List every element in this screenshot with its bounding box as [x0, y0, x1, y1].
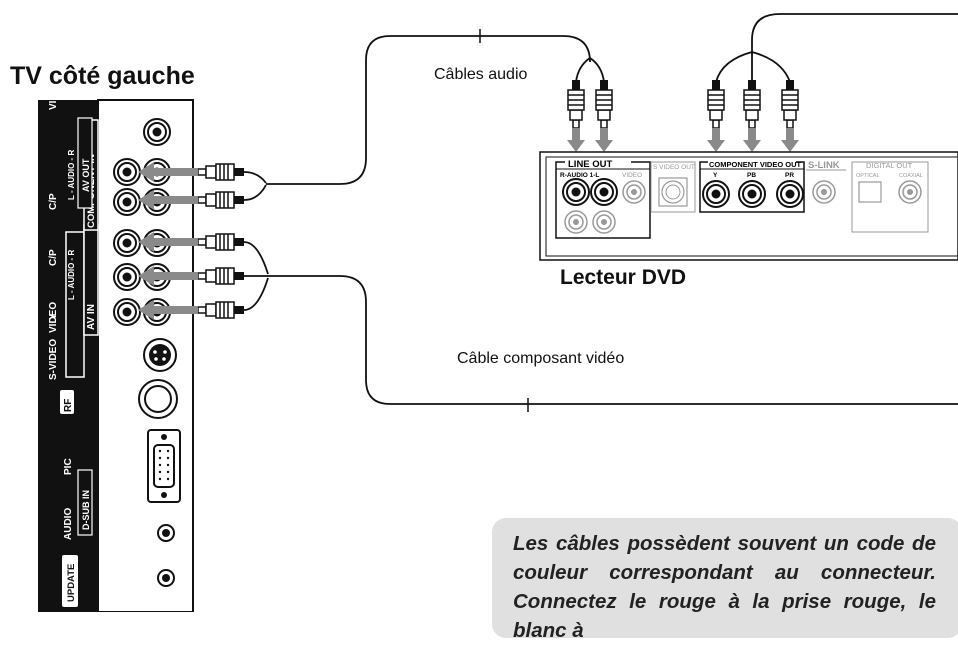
- arrow-audio-r: [567, 128, 585, 152]
- dvd-player: LINE OUT R-AUDIO 1-L VIDEO S VIDEO OUT C…: [539, 151, 958, 261]
- tv-panel: S-VIDEO VIDEO Y C/P C/P VIDEO L - AUDIO …: [38, 79, 194, 613]
- tv-label-l-audio-r-out: L - AUDIO - R: [67, 150, 76, 200]
- tv-label-rf: RF: [63, 399, 74, 412]
- tv-label-av-in: AV IN: [86, 304, 97, 330]
- audio-cable: [266, 35, 591, 185]
- tv-jack-component-y: [113, 263, 141, 291]
- diagram-canvas: S-VIDEO VIDEO Y C/P C/P VIDEO L - AUDIO …: [38, 13, 958, 613]
- dvd-label-optical: OPTICAL: [856, 173, 880, 179]
- arrow-pb: [743, 128, 761, 152]
- note-text: Les câbles possèdent souvent un code de …: [513, 532, 936, 642]
- tv-label-cr-pr: C/P: [48, 193, 59, 210]
- tv-jack-av-in-video: [113, 298, 141, 326]
- plug-audio-l: [197, 191, 245, 209]
- dvd-jack-audio-r-2: [564, 210, 588, 234]
- dvd-optical-port: [858, 181, 882, 203]
- audio-cable-label: Câbles audio: [432, 66, 530, 84]
- tv-side-title: TV côté gauche: [10, 62, 195, 90]
- dvd-jack-y: [702, 180, 730, 208]
- tv-update-jack: [157, 569, 175, 587]
- dvd-jack-coaxial: [898, 180, 922, 204]
- dvd-jack-pr: [776, 180, 804, 208]
- tv-label-d-sub-in: D-SUB IN: [81, 490, 91, 530]
- tv-label-audio: AUDIO: [63, 508, 74, 540]
- tv-label-pic: PIC: [63, 458, 74, 475]
- dvd-label-line-out: LINE OUT: [568, 159, 613, 170]
- dvd-label-video: VIDEO: [622, 172, 642, 179]
- tv-jack-component-pb: [113, 229, 141, 257]
- cables: [243, 13, 958, 405]
- tv-label-video-out: VIDEO: [48, 79, 59, 110]
- plug-component-y: [197, 301, 245, 319]
- dvd-label-r-audio-l: R-AUDIO 1-L: [560, 172, 599, 179]
- dvd-label-component-video-out: COMPONENT VIDEO OUT: [709, 160, 802, 169]
- tv-s-video-jack: [143, 338, 177, 372]
- tv-label-av-out: AV OUT: [81, 158, 91, 192]
- dvd-label-pr: PR: [785, 172, 794, 179]
- component-cable-label: Câble composant vidéo: [455, 350, 627, 368]
- tv-label-s-video: S-VIDEO: [48, 339, 59, 380]
- tv-label-cb-pb: C/P: [48, 249, 59, 266]
- component-cable: [268, 275, 958, 405]
- tv-label-y: Y: [48, 313, 59, 320]
- dvd-plug-audio-r: [567, 79, 585, 129]
- dvd-plug-y: [707, 79, 725, 129]
- dvd-s-video-jack: [658, 177, 688, 207]
- dvd-jack-pb: [738, 180, 766, 208]
- plug-component-pb: [197, 267, 245, 285]
- dvd-jack-audio-l: [590, 178, 618, 206]
- plug-component-pr: [197, 233, 245, 251]
- dvd-label-digital-out: DIGITAL OUT: [866, 161, 913, 170]
- dvd-plug-pb: [743, 79, 761, 129]
- tv-jack-av-out-video: [113, 158, 141, 186]
- dvd-label-s-link: S-LINK: [808, 160, 840, 171]
- tv-label-l-audio-r-comp: L - AUDIO - R: [67, 250, 76, 300]
- dvd-jack-video: [622, 180, 646, 204]
- dvd-player-title: Lecteur DVD: [560, 266, 687, 289]
- dvd-label-pb: PB: [747, 172, 756, 179]
- dvd-label-y: Y: [713, 172, 718, 179]
- tv-jack-av-out-r: [143, 118, 171, 146]
- tv-rf-jack: [138, 379, 178, 419]
- plug-audio-r: [197, 163, 245, 181]
- connection-diagram: S-VIDEO VIDEO Y C/P C/P VIDEO L - AUDIO …: [10, 13, 958, 642]
- dvd-jack-audio-l-2: [592, 210, 616, 234]
- dvd-label-coaxial: COAXIAL: [899, 173, 923, 179]
- arrow-audio-l: [595, 128, 613, 152]
- dvd-jack-s-link: [812, 180, 836, 204]
- tv-d-sub-connector: [147, 429, 181, 503]
- dvd-plug-audio-l: [595, 79, 613, 129]
- arrow-y: [707, 128, 725, 152]
- dvd-plug-pr: [781, 79, 799, 129]
- tv-jack-component-pr: [113, 188, 141, 216]
- dvd-jack-audio-r: [562, 178, 590, 206]
- dvd-label-s-video-out: S VIDEO OUT: [653, 164, 695, 171]
- tv-pc-audio-jack: [157, 524, 175, 542]
- tv-label-video-in: VIDEO: [48, 302, 59, 333]
- arrow-pr: [781, 128, 799, 152]
- tv-label-update: UPDATE: [66, 564, 77, 602]
